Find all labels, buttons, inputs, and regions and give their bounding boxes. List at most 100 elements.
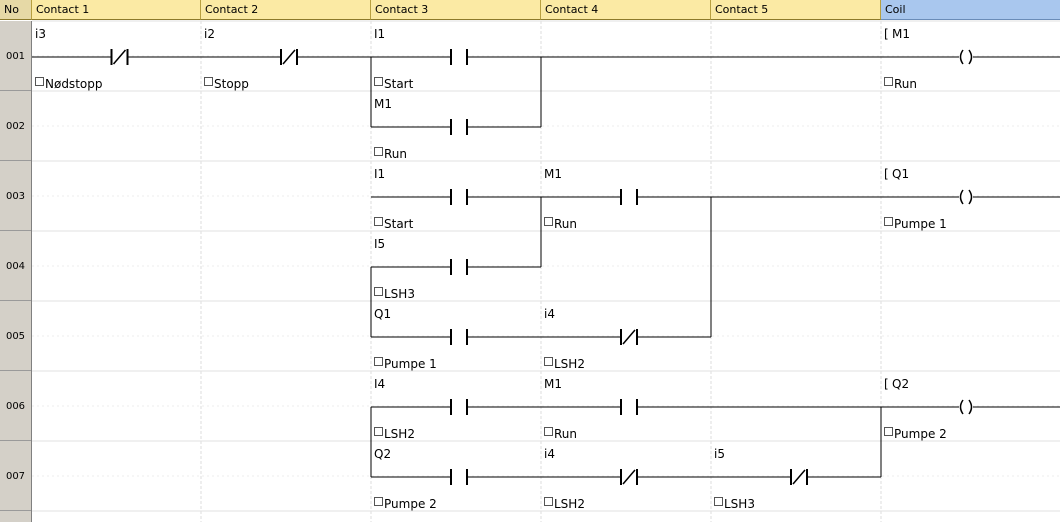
column-header-contact-5[interactable]: Contact 5 [711, 0, 881, 20]
element-comment-label: LSH2 [554, 357, 585, 371]
contact-gap [621, 189, 637, 205]
rung-number-gutter: 001 002 003 004 005 006 007 [0, 21, 32, 522]
comment-checkbox[interactable] [374, 497, 383, 506]
element-address-label: Q2 [374, 447, 391, 461]
rung-number[interactable]: 003 [5, 191, 26, 202]
element-address-label: M1 [544, 167, 562, 181]
rung-number[interactable]: 007 [5, 471, 26, 482]
coil-right-arc [968, 189, 973, 205]
element-address-label: I4 [374, 377, 385, 391]
comment-checkbox[interactable] [374, 287, 383, 296]
comment-checkbox[interactable] [35, 77, 44, 86]
element-address-label: M1 [892, 27, 910, 41]
rung-number[interactable]: 004 [5, 261, 26, 272]
rung-number[interactable]: 005 [5, 331, 26, 342]
rung-separator [0, 440, 31, 441]
coil-left-arc [959, 49, 964, 65]
element-comment-label: LSH3 [384, 287, 415, 301]
comment-checkbox[interactable] [714, 497, 723, 506]
element-comment-label: Run [384, 147, 407, 161]
coil-left-arc [959, 189, 964, 205]
contact-gap [451, 189, 467, 205]
comment-checkbox[interactable] [374, 427, 383, 436]
comment-checkbox[interactable] [374, 357, 383, 366]
rung-number[interactable]: 002 [5, 121, 26, 132]
comment-checkbox[interactable] [544, 497, 553, 506]
element-address-label: Q2 [892, 377, 909, 391]
column-header-contact-1[interactable]: Contact 1 [32, 0, 201, 20]
comment-checkbox[interactable] [544, 357, 553, 366]
element-comment-label: LSH2 [384, 427, 415, 441]
column-header-contact-3[interactable]: Contact 3 [371, 0, 541, 20]
rung-separator [0, 90, 31, 91]
comment-checkbox[interactable] [374, 217, 383, 226]
column-header-contact-2[interactable]: Contact 2 [201, 0, 371, 20]
column-header-coil[interactable]: Coil [881, 0, 1060, 20]
coil-right-arc [968, 399, 973, 415]
element-address-label: M1 [374, 97, 392, 111]
element-comment-label: Pumpe 1 [384, 357, 437, 371]
column-header-no[interactable]: No [0, 0, 32, 20]
coil-gap [959, 190, 973, 204]
rung-number[interactable]: 001 [5, 51, 26, 62]
rung-number[interactable]: 006 [5, 401, 26, 412]
element-address-label: I5 [374, 237, 385, 251]
comment-checkbox[interactable] [544, 217, 553, 226]
element-address-label: i2 [204, 27, 215, 41]
comment-checkbox[interactable] [374, 147, 383, 156]
ladder-elements: i3Nødstoppi2StoppI1Start[M1RunM1RunI1Sta… [35, 27, 973, 511]
element-comment-label: Pumpe 2 [894, 427, 947, 441]
element-comment-label: Run [554, 427, 577, 441]
contact-nc-slash [282, 49, 296, 65]
comment-checkbox[interactable] [884, 77, 893, 86]
element-address-label: i4 [544, 447, 555, 461]
coil-bracket-icon: [ [884, 377, 889, 391]
element-comment-label: LSH2 [554, 497, 585, 511]
coil-gap [959, 400, 973, 414]
contact-nc-slash [622, 469, 636, 485]
comment-checkbox[interactable] [204, 77, 213, 86]
element-comment-label: Pumpe 2 [384, 497, 437, 511]
column-header-contact-4[interactable]: Contact 4 [541, 0, 711, 20]
contact-gap [451, 469, 467, 485]
contact-nc-slash [112, 49, 127, 65]
contact-gap [451, 49, 467, 65]
element-address-label: Q1 [374, 307, 391, 321]
element-address-label: i4 [544, 307, 555, 321]
rung-separator [0, 230, 31, 231]
element-comment-label: Run [554, 217, 577, 231]
element-address-label: Q1 [892, 167, 909, 181]
element-comment-label: Start [384, 77, 414, 91]
element-comment-label: Pumpe 1 [894, 217, 947, 231]
rung-separator [0, 370, 31, 371]
element-address-label: I1 [374, 167, 385, 181]
contact-gap [451, 259, 467, 275]
element-address-label: i5 [714, 447, 725, 461]
contact-gap [451, 329, 467, 345]
contact-nc-slash [792, 469, 806, 485]
coil-bracket-icon: [ [884, 167, 889, 181]
comment-checkbox[interactable] [374, 77, 383, 86]
comment-checkbox[interactable] [544, 427, 553, 436]
comment-checkbox[interactable] [884, 427, 893, 436]
comment-checkbox[interactable] [884, 217, 893, 226]
